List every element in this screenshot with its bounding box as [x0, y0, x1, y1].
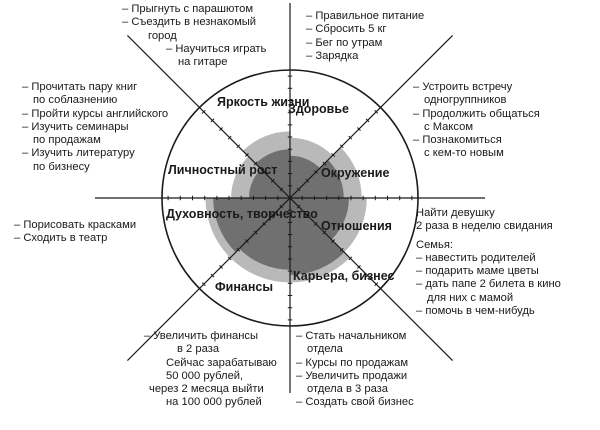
notes-personal-growth: – Прочитать пару книг по соблазнению – П…: [22, 81, 168, 174]
note-line: – Увеличить финансы: [144, 330, 259, 342]
segment-label-line: Финансы: [215, 280, 274, 294]
notes-spirituality: – Порисовать красками – Сходить в театр: [14, 219, 136, 246]
note-line: для них с мамой: [427, 291, 514, 304]
segment-label-line: творчество: [246, 207, 318, 221]
notes-finance: – Увеличить финансы в 2 раза Сейчас зара…: [144, 330, 277, 410]
note-line: – Зарядка: [306, 49, 359, 62]
segment-label-line: Здоровье: [288, 102, 349, 116]
note-line: отдела в 3 раза: [307, 383, 389, 396]
segment-label-finance: Финансы: [215, 280, 273, 294]
note-line: – Курсы по продажам: [296, 356, 409, 369]
note-line: на гитаре: [178, 56, 228, 69]
note-line: – Сходить в театр: [14, 232, 108, 245]
note-line: – Изучить семинары: [22, 120, 129, 133]
note-line: – навестить родителей: [416, 251, 536, 264]
note-line: – подарить маме цветы: [416, 265, 539, 278]
note-line: с кем-то новым: [424, 147, 504, 160]
note-line: Найти девушку: [416, 207, 495, 219]
notes-relationships: Найти девушку 2 раза в неделю свидания С…: [416, 207, 561, 318]
note-line: – Сбросить 5 кг: [306, 23, 387, 36]
note-line: – Прочитать пару книг: [22, 81, 138, 93]
segment-label-line: Личностный: [168, 163, 246, 177]
segment-label-line: бизнес: [351, 269, 395, 283]
note-line: – Стать начальником: [296, 330, 407, 342]
note-line: – помочь в чем-нибудь: [416, 305, 535, 318]
note-line: – Пройти курсы английского: [22, 107, 169, 120]
note-line: по соблазнению: [33, 94, 118, 107]
note-line: в 2 раза: [177, 343, 220, 356]
note-line: – Порисовать красками: [14, 219, 137, 231]
note-line: – Создать свой бизнес: [296, 396, 414, 409]
note-line: по продажам: [33, 134, 101, 147]
note-line: Сейчас зарабатываю: [166, 356, 277, 369]
segment-label-line: жизни: [271, 95, 310, 109]
note-line: по бизнесу: [33, 160, 90, 173]
note-line: – Научиться играть: [166, 42, 267, 55]
segment-label-brightness: Яркость жизни: [217, 95, 309, 109]
note-line: – дать папе 2 билета в кино: [416, 278, 561, 291]
note-line: Семья:: [416, 238, 453, 251]
spoke-line: [126, 34, 454, 362]
segment-label-line: Окружение: [321, 166, 390, 180]
note-line: – Съездить в незнакомый: [122, 16, 257, 29]
notes-brightness: – Прыгнуть с парашютом – Съездить в незн…: [122, 3, 266, 69]
note-line: 50 000 рублей,: [166, 369, 244, 382]
note-line: 2 раза в неделю свидания: [416, 220, 553, 233]
note-line: – Продолжить общаться: [413, 107, 540, 120]
segment-label-health: Здоровье: [288, 102, 349, 116]
note-line: город: [148, 29, 177, 42]
notes-health: – Правильное питание – Сбросить 5 кг – Б…: [306, 10, 424, 63]
note-line: отдела: [307, 343, 343, 356]
note-line: одногруппников: [424, 94, 507, 107]
note-line: с Максом: [424, 120, 474, 133]
inner-fill-shape: [213, 149, 349, 275]
note-line: на 100 000 рублей: [166, 396, 262, 409]
segment-label-environment: Окружение: [321, 166, 389, 180]
segment-label-line: рост: [249, 163, 278, 177]
note-line: – Правильное питание: [306, 10, 425, 22]
segment-label-line: Карьера,: [293, 269, 349, 283]
segment-label-line: Отношения: [321, 219, 392, 233]
note-line: – Познакомиться: [413, 134, 502, 147]
spoke-lines: [95, 3, 485, 393]
segment-label-personal-growth: Личностный рост: [168, 163, 277, 177]
segment-label-career: Карьера, бизнес: [293, 269, 394, 283]
note-line: – Увеличить продажи: [296, 369, 408, 382]
note-line: через 2 месяца выйти: [149, 383, 264, 396]
note-line: – Устроить встречу: [413, 81, 513, 93]
notes-career: – Стать начальником отдела – Курсы по пр…: [296, 330, 414, 410]
note-line: – Прыгнуть с парашютом: [122, 3, 254, 15]
segment-label-line: Яркость: [217, 95, 268, 109]
note-line: – Изучить литературу: [22, 147, 135, 160]
note-line: – Бег по утрам: [306, 36, 383, 49]
segment-label-relationships: Отношения: [321, 219, 392, 233]
notes-environment: – Устроить встречу одногруппников – Прод…: [413, 81, 540, 161]
segment-label-spirituality: Духовность, творчество: [166, 207, 318, 221]
segment-label-line: Духовность,: [166, 207, 244, 221]
